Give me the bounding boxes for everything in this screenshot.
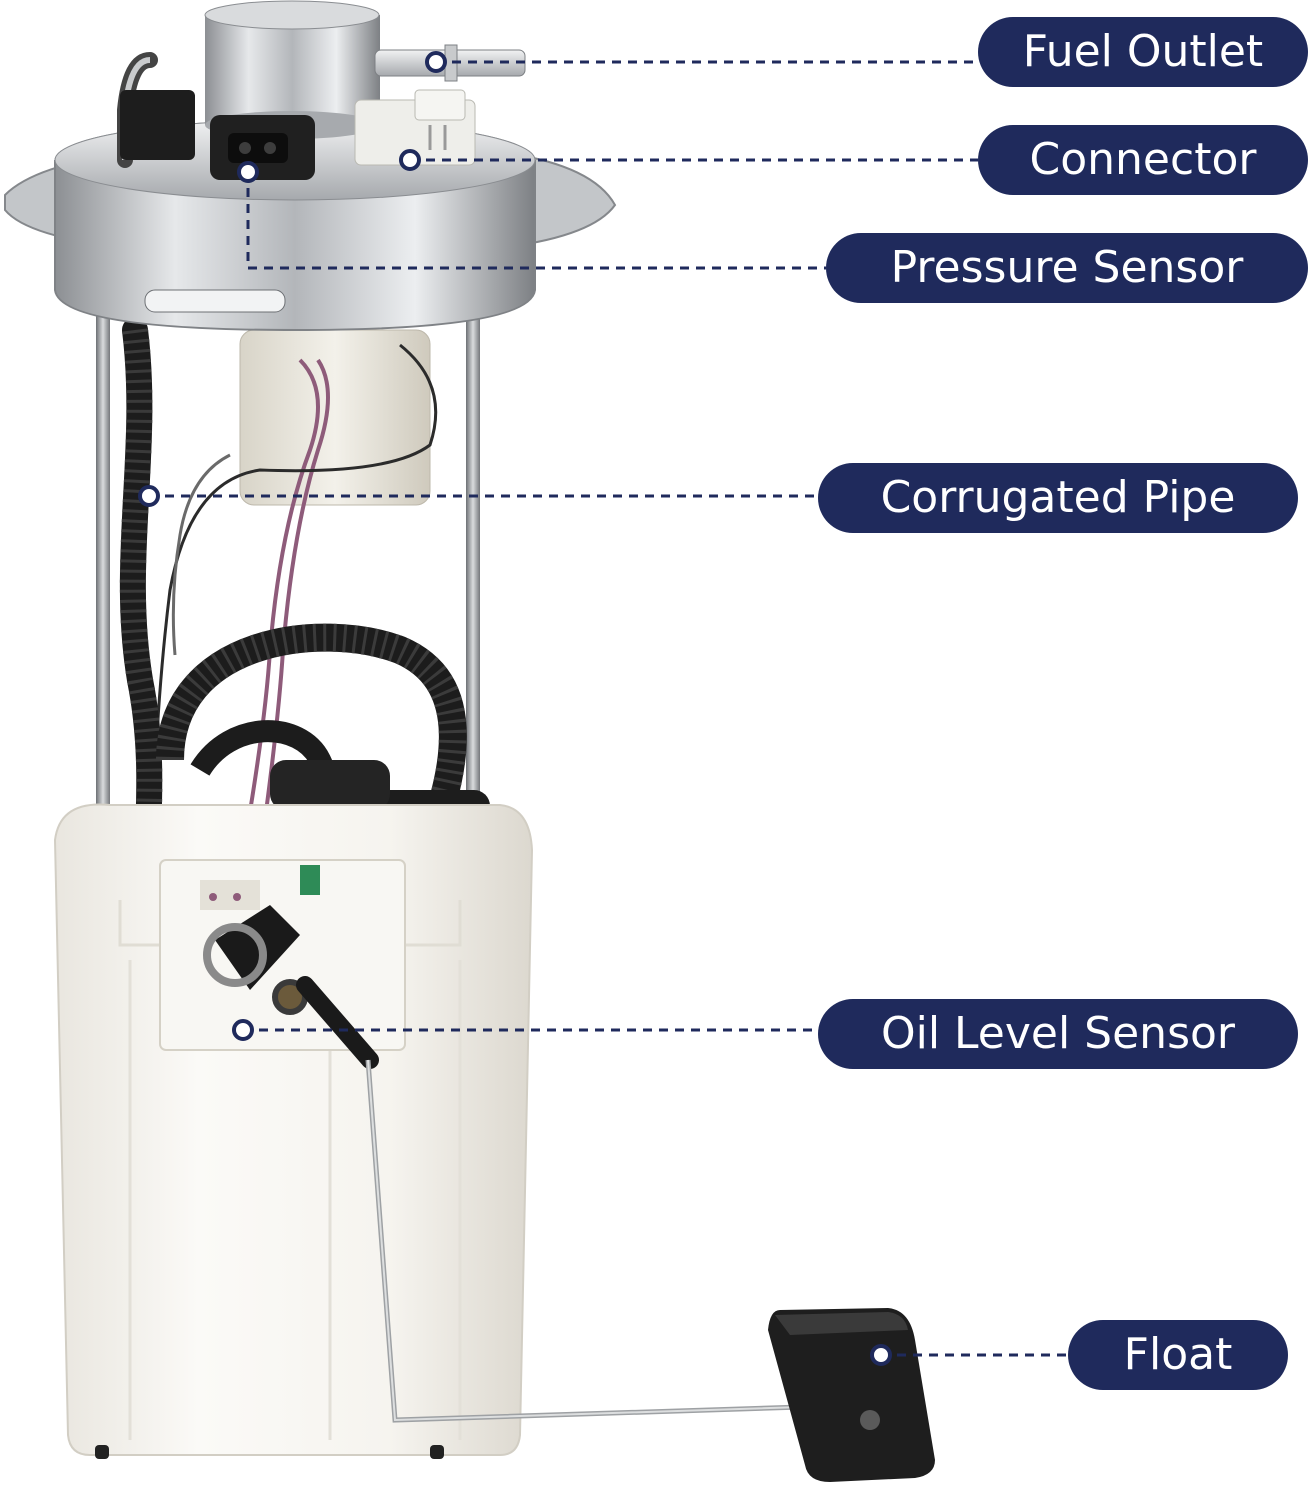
sender-bracket (159, 859, 406, 1069)
leader-lines (149, 60, 1068, 1357)
marker-connector (399, 149, 421, 171)
marker-dots (138, 51, 892, 1366)
electrical-plug (120, 90, 315, 180)
marker-fuel-outlet (425, 51, 447, 73)
marker-float (870, 1344, 892, 1366)
label-corrugated-pipe: Corrugated Pipe (818, 463, 1298, 533)
marker-corrugated-pipe (138, 485, 160, 507)
marker-oil-level-sensor (232, 1019, 254, 1041)
label-oil-level-sensor: Oil Level Sensor (818, 999, 1298, 1069)
float-body (768, 1308, 935, 1482)
float-arm (365, 1059, 866, 1423)
label-fuel-outlet: Fuel Outlet (978, 17, 1308, 87)
guide-rods (96, 300, 480, 890)
label-float: Float (1068, 1320, 1288, 1390)
label-connector: Connector (978, 125, 1308, 195)
leader-pressure-sensor (246, 172, 826, 270)
label-pressure-sensor: Pressure Sensor (826, 233, 1308, 303)
pump-motor (153, 329, 438, 871)
white-plug (354, 89, 476, 166)
marker-pressure-sensor (237, 161, 259, 183)
